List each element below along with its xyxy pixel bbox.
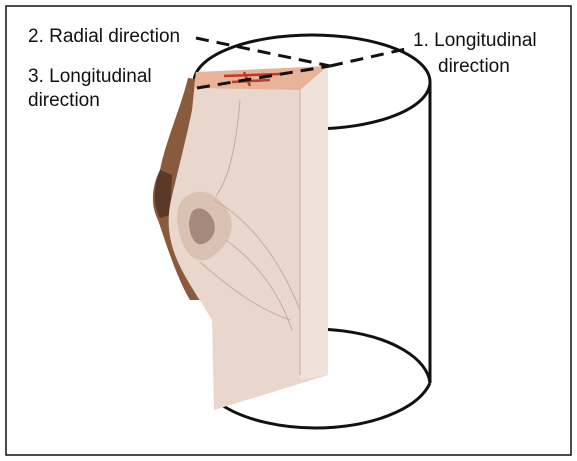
radial-dash <box>196 38 330 66</box>
label-radial-direction: 2. Radial direction <box>28 26 180 47</box>
label-longitudinal-right-line2: direction <box>438 56 510 77</box>
label-longitudinal-right-line1: 1. Longitudinal <box>413 30 537 51</box>
label-longitudinal-left-line1: 3. Longitudinal <box>28 66 152 87</box>
label-longitudinal-left-line2: direction <box>28 90 100 111</box>
longitudinal-right-dash <box>330 48 410 66</box>
wood-specimen <box>153 66 328 410</box>
wood-block-side <box>300 68 328 380</box>
